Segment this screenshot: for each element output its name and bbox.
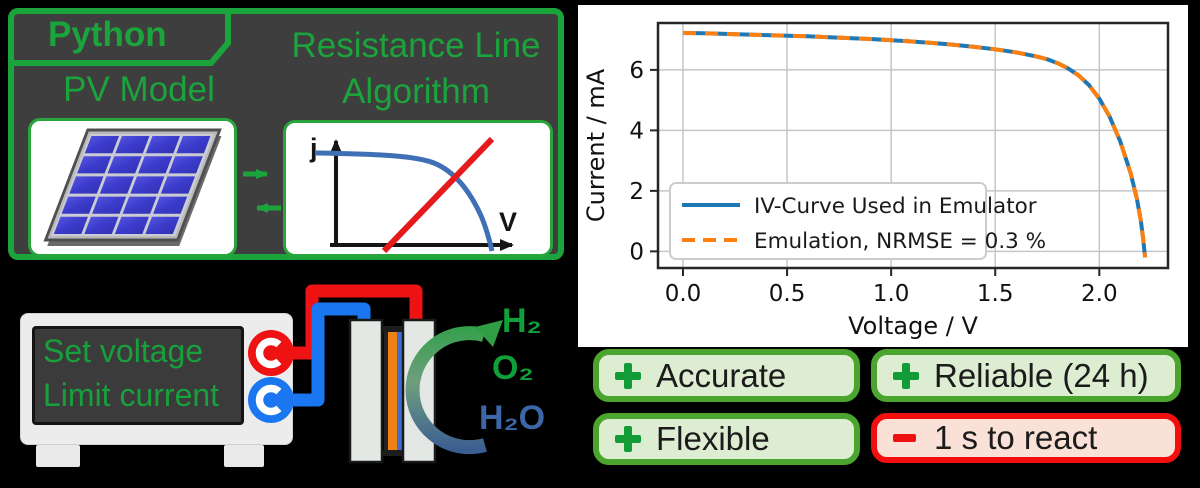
plus-icon: [615, 362, 641, 389]
power-supply-screen: Set voltage Limit current: [32, 326, 244, 425]
jv-x-axis-label: V: [499, 207, 517, 237]
badge-label: Flexible: [656, 420, 770, 457]
badge-reliable: Reliable (24 h): [871, 349, 1181, 402]
pv-panel-card: [28, 118, 237, 257]
badge-label: Accurate: [656, 356, 787, 394]
water-label: H₂O: [479, 399, 546, 437]
python-emulator-box: Python PV Model Resistance Line Algorith…: [8, 8, 564, 260]
cell-bottom-cap: [383, 450, 403, 456]
power-supply-foot-left: [36, 445, 80, 467]
electrolyzer-rig: [248, 284, 503, 464]
x-tick-label: 0.5: [769, 281, 806, 307]
minus-icon: [893, 425, 919, 451]
solar-cells: [53, 136, 211, 235]
cell-plate-left: [348, 318, 384, 464]
y-tick-label: 6: [629, 58, 644, 84]
cell-electrode-layer: [384, 332, 388, 450]
solar-panel-illustration: [43, 128, 222, 246]
x-axis-label: Voltage / V: [848, 312, 978, 340]
x-tick-label: 0.0: [665, 281, 702, 307]
jv-diagram: j V: [309, 133, 517, 254]
y-tick-label: 2: [629, 179, 644, 205]
y-tick-label: 4: [629, 118, 644, 144]
negative-wire: [282, 302, 371, 407]
legend-box: [669, 182, 987, 260]
solar-panel-frame: [43, 128, 222, 246]
power-supply-foot-right: [224, 445, 264, 467]
badge-label: 1 s to react: [934, 419, 1098, 456]
badge-flexible: Flexible: [593, 413, 860, 465]
badge-label: Reliable (24 h): [934, 356, 1149, 394]
jv-resistance-line: [381, 136, 495, 254]
y-axis-label: Current / mA: [582, 68, 610, 222]
x-tick-label: 2.0: [1081, 281, 1118, 307]
cell-top-cap: [383, 326, 403, 332]
hydrogen-label: H₂: [502, 302, 542, 340]
y-tick-label: 0: [629, 239, 644, 265]
positive-terminal: [248, 330, 294, 376]
badge-reaction-time: 1 s to react: [871, 413, 1181, 463]
reaction-cycle-arrow: [405, 326, 487, 455]
legend-entry-label: Emulation, NRMSE = 0.3 %: [754, 229, 1046, 254]
screen-text-limit-current: Limit current: [43, 377, 220, 413]
cell-flow-layer: [397, 332, 402, 450]
x-tick-label: 1.5: [977, 281, 1014, 307]
series-dashed: [682, 31, 1148, 258]
algorithm-title-line2: Algorithm: [342, 72, 490, 111]
x-tick-label: 1.0: [873, 281, 910, 307]
badge-accurate: Accurate: [593, 349, 860, 402]
cell-membrane-layer: [388, 332, 397, 450]
plus-icon: [615, 426, 641, 452]
plot-frame: [656, 21, 1170, 270]
positive-wire: [282, 284, 423, 360]
python-tab-label: Python: [48, 15, 167, 54]
oxygen-label: O₂: [492, 349, 534, 387]
negative-terminal: [248, 377, 294, 423]
algorithm-title-line1: Resistance Line: [291, 26, 541, 65]
jv-y-axis-label: j: [309, 133, 318, 163]
legend-entry-label: IV-Curve Used in Emulator: [754, 194, 1037, 219]
plus-icon: [893, 362, 919, 389]
pv-model-label: PV Model: [63, 70, 215, 109]
screen-text-set-voltage: Set voltage: [43, 333, 204, 369]
cycle-arrowhead-icon: [475, 320, 503, 347]
jv-diagram-card: j V: [283, 120, 553, 257]
